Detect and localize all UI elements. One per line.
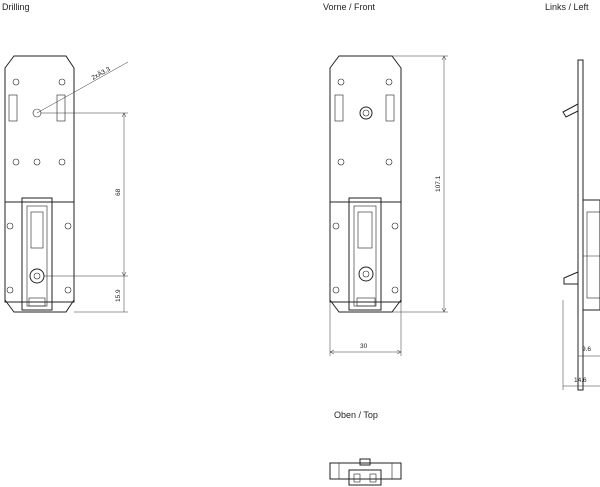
dim-drill-bottom: 15.9: [115, 289, 122, 302]
view-title-front: Vorne / Front: [323, 2, 376, 12]
view-title-left: Links / Left: [545, 2, 589, 12]
dim-depth-small: 9.6: [582, 346, 591, 353]
left-view: 9.6 14.6: [562, 59, 600, 391]
view-title-drilling: Drilling: [2, 2, 30, 12]
front-view: 107.1 30: [329, 55, 448, 356]
dim-drill-spacing: 68: [115, 188, 122, 196]
top-view: [329, 458, 402, 486]
dim-width: 30: [360, 343, 368, 350]
dim-height: 107.1: [435, 175, 442, 192]
drilling-view: 2xÄ3.3 68 15.9: [4, 55, 129, 313]
dim-depth-total: 14.6: [574, 377, 587, 384]
dim-hole-callout: 2xÄ3.3: [90, 65, 112, 82]
view-title-top: Oben / Top: [334, 410, 378, 420]
